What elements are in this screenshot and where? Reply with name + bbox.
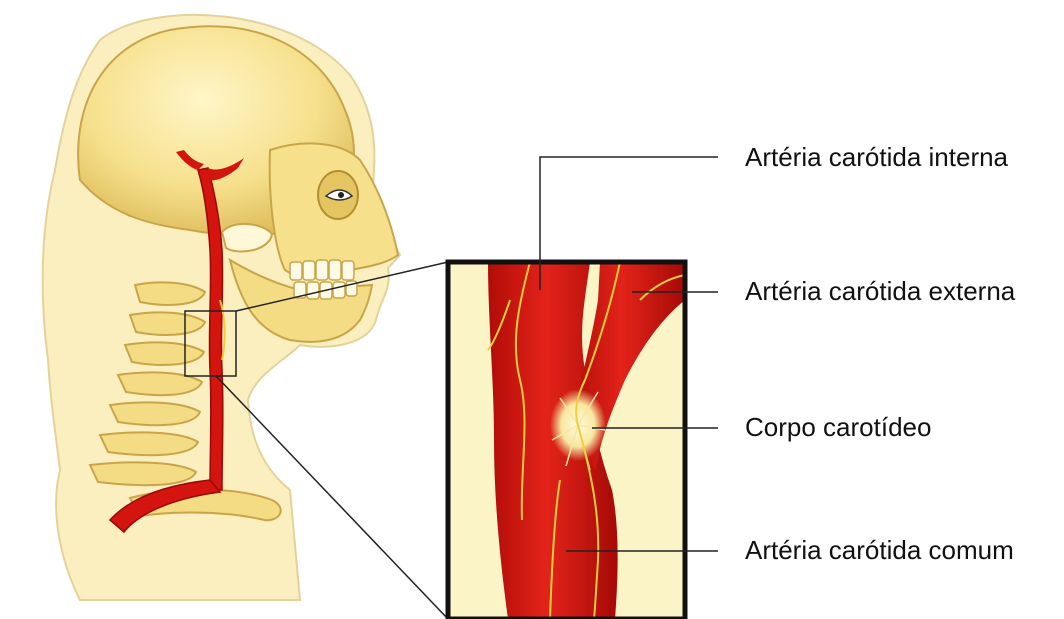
- label-carotid-body: Corpo carotídeo: [745, 414, 931, 440]
- magnified-inset: [448, 262, 685, 619]
- label-external-carotid: Artéria carótida externa: [745, 278, 1015, 304]
- label-internal-carotid: Artéria carótida interna: [745, 144, 1008, 170]
- teeth: [290, 260, 357, 299]
- label-common-carotid: Artéria carótida comum: [745, 537, 1014, 563]
